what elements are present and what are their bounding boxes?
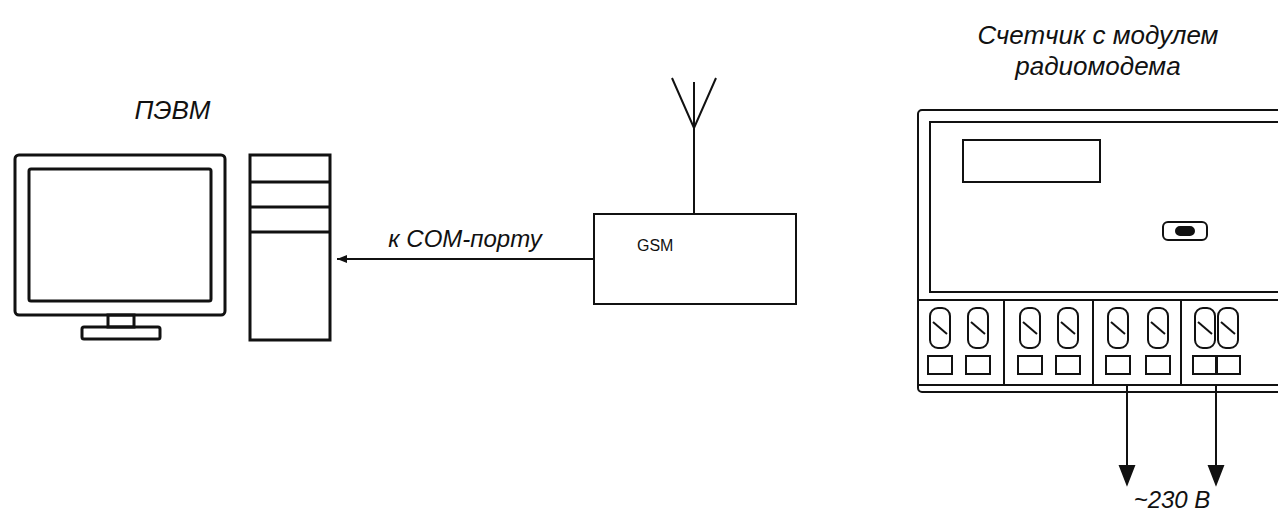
monitor-screen: [29, 169, 211, 301]
terminal-divider: [1092, 300, 1094, 385]
node-text: ПЭВМ: [10, 95, 335, 126]
antenna-mast: [693, 128, 695, 213]
node-text: Счетчик с модулем радиомодема: [948, 20, 1248, 82]
terminal-clamp: [1106, 356, 1130, 374]
monitor-base: [82, 327, 160, 339]
meter-display: [963, 140, 1100, 182]
terminal-clamp: [1056, 356, 1080, 374]
supply-arrowhead: [1120, 466, 1134, 484]
terminal-clamp: [928, 356, 952, 374]
antenna-head: [672, 78, 716, 128]
supply-leads: [1120, 385, 1223, 484]
terminal-screw: [1108, 308, 1128, 348]
connector-label: к COM-порту: [385, 225, 544, 253]
terminal-screw: [930, 308, 950, 348]
antenna-center: [693, 82, 695, 128]
meter-housing: [918, 110, 1278, 392]
monitor-frame: [15, 155, 225, 315]
drive-bay: [250, 181, 330, 184]
computer: ПЭВМ: [10, 95, 335, 345]
screw-slot: [971, 322, 985, 334]
supply-lead: [1126, 385, 1128, 470]
terminal-clamp: [1146, 356, 1170, 374]
drive-bay: [250, 231, 330, 234]
terminal-screw: [1218, 308, 1238, 348]
terminal-block: [918, 300, 1278, 385]
screw-slot: [1198, 322, 1212, 334]
meter-front-panel: [930, 122, 1278, 292]
pc-tower: [250, 155, 330, 340]
terminal-screw: [1148, 308, 1168, 348]
meter-button: [1163, 222, 1207, 240]
terminal-screw: [1195, 308, 1215, 348]
screw-slot: [1151, 322, 1165, 334]
pc-illustration: [15, 155, 330, 340]
drive-bay: [250, 206, 330, 209]
screw-slot: [933, 322, 947, 334]
terminal-clamp: [1216, 356, 1240, 374]
meter-illustration: [918, 110, 1278, 392]
screw-slot: [1111, 322, 1125, 334]
terminal-screw: [968, 308, 988, 348]
screw-slot: [1023, 322, 1037, 334]
monitor-neck: [108, 315, 134, 327]
terminal-divider: [1003, 300, 1005, 385]
terminal-clamp: [1018, 356, 1042, 374]
antenna-symbol: [672, 78, 716, 213]
meter-button-mark: [1176, 227, 1194, 235]
terminal-screws: [928, 300, 1240, 385]
node-text: GSM: [637, 237, 785, 255]
screw-slot: [1221, 322, 1235, 334]
supply-arrowhead: [1209, 466, 1223, 484]
terminal-clamp: [966, 356, 990, 374]
terminal-clamp: [1193, 356, 1217, 374]
supply-lead: [1215, 385, 1217, 470]
terminal-screw: [1020, 308, 1040, 348]
voltage-label: ~230 В: [1131, 486, 1214, 514]
terminal-screw: [1058, 308, 1078, 348]
terminal-divider: [1180, 300, 1182, 385]
gsm-modem-box: GSM: [593, 213, 797, 305]
connector-arrow: [337, 258, 593, 260]
electricity-meter: Счетчик с модулем радиомодема: [918, 20, 1278, 395]
screw-slot: [1061, 322, 1075, 334]
